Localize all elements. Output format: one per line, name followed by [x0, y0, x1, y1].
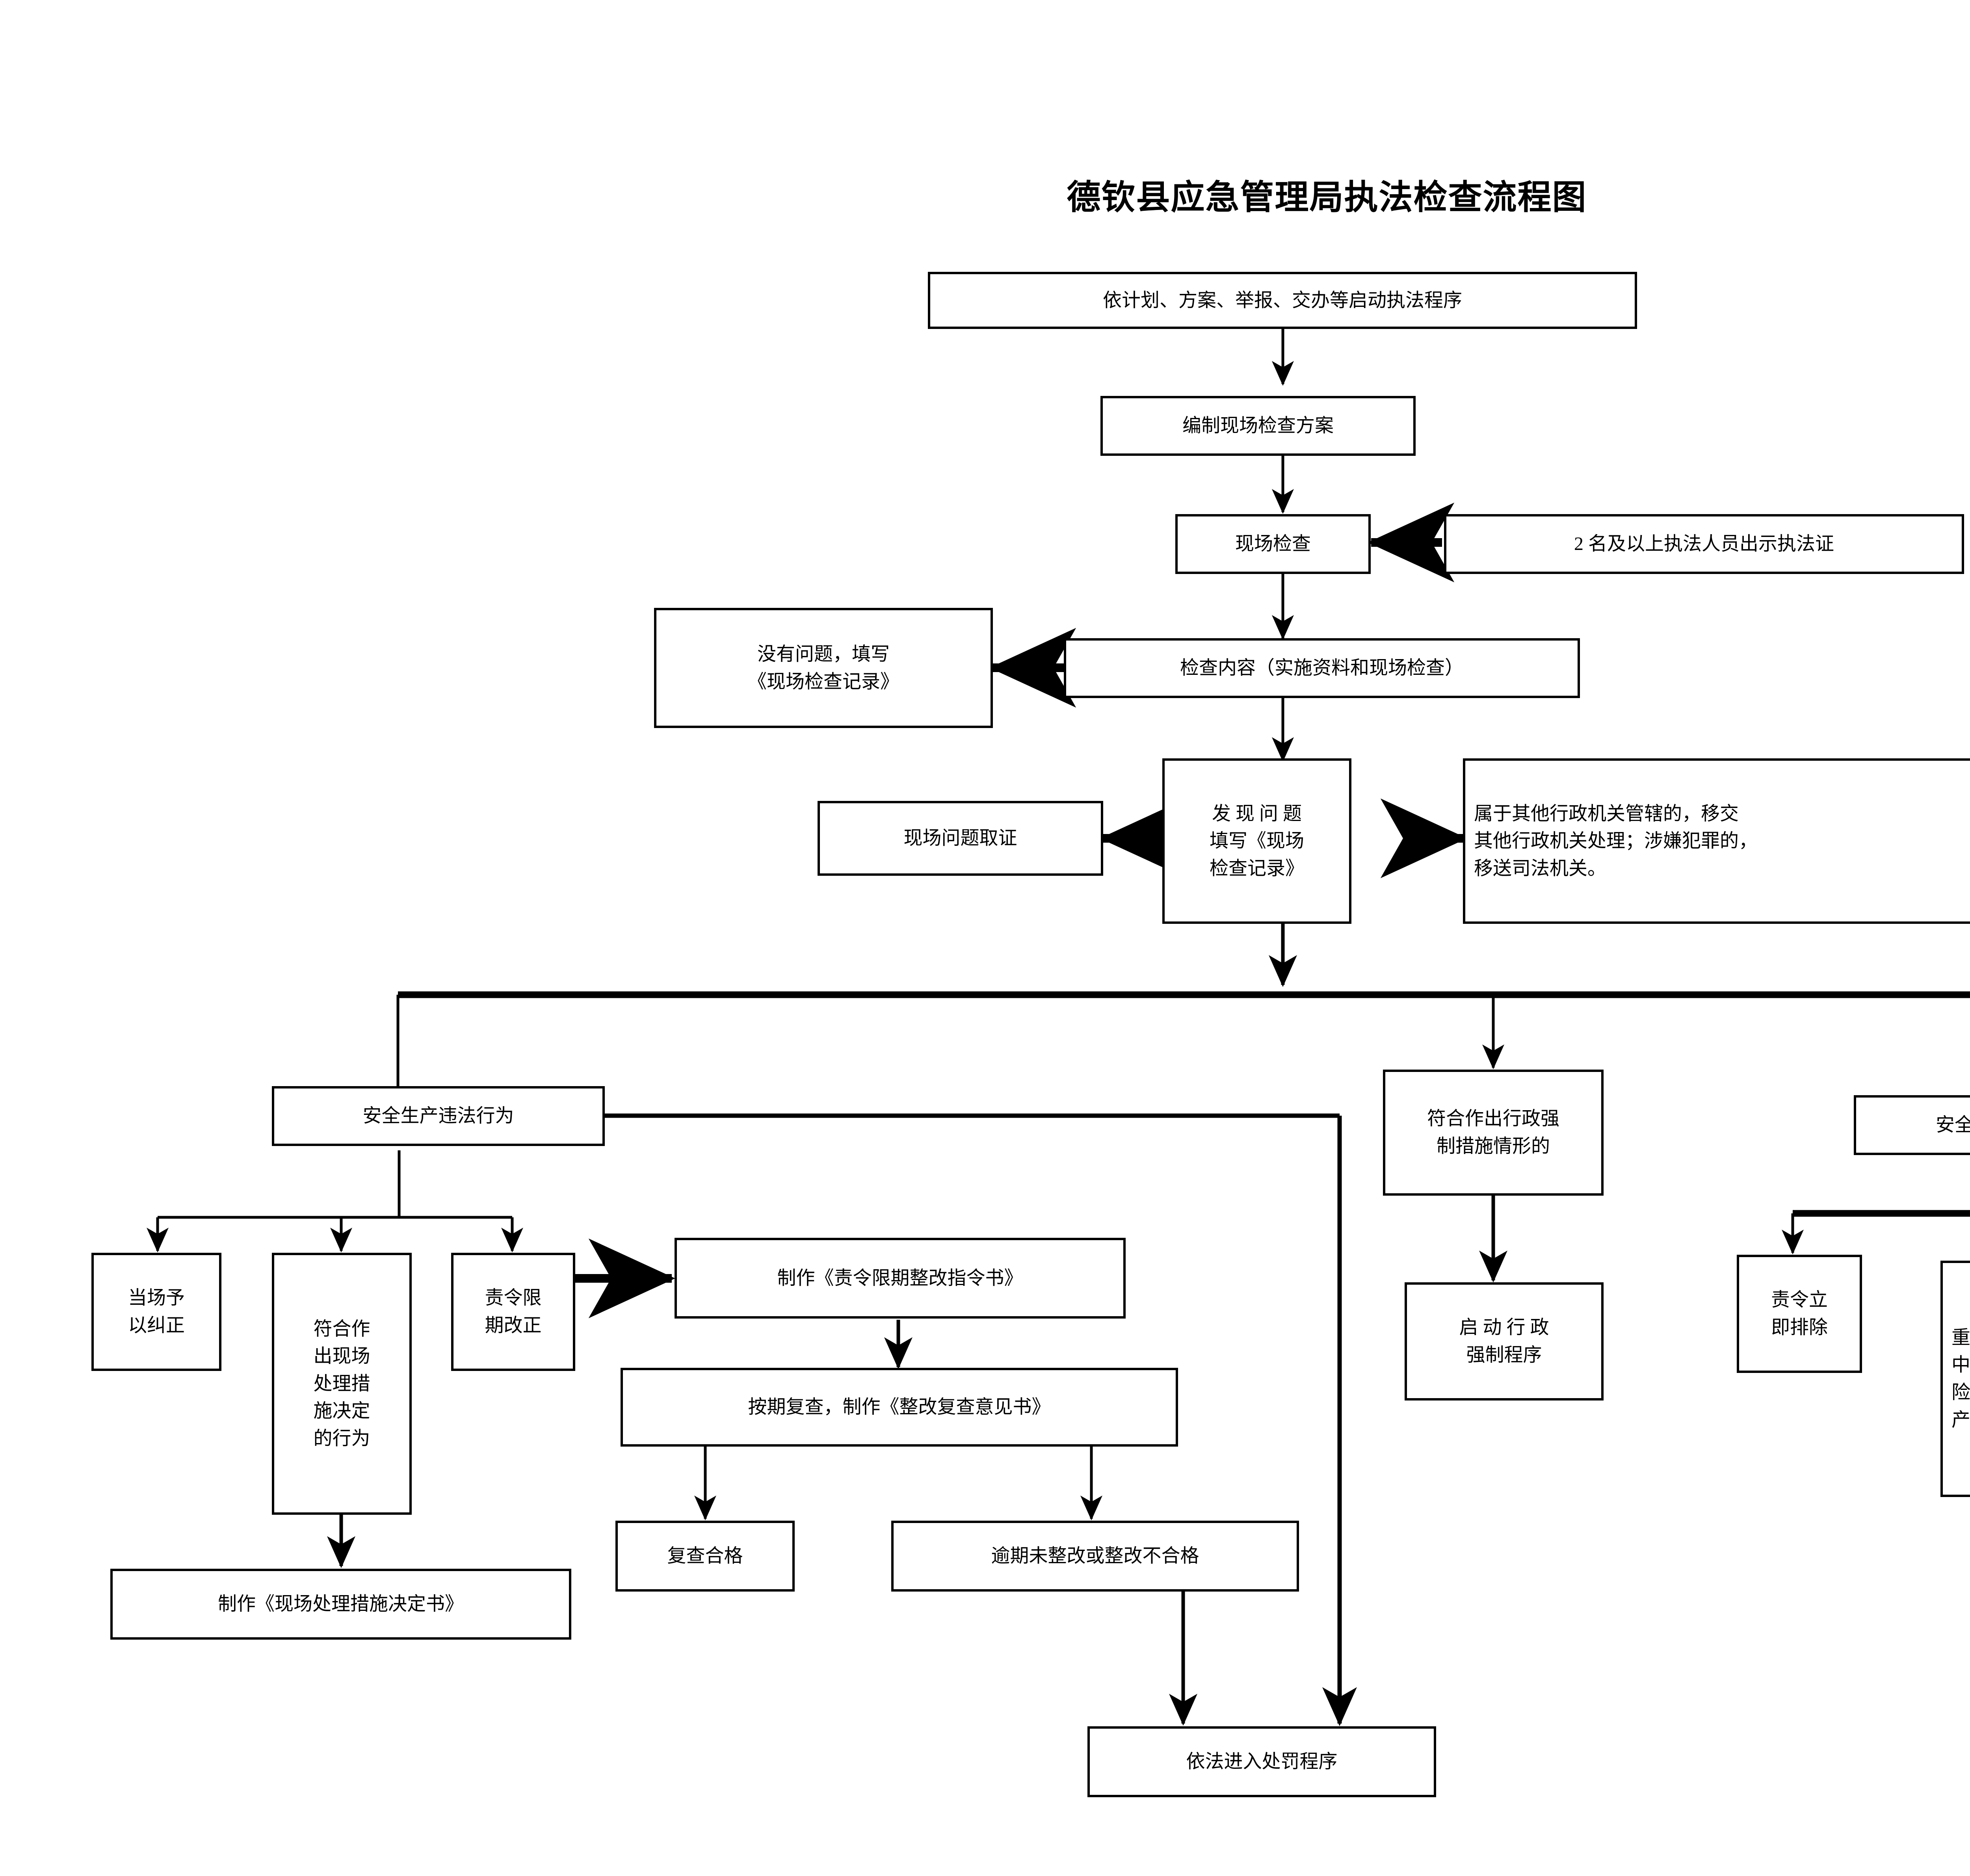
node-label: 依计划、方案、举报、交办等启动执法程序	[1102, 290, 1462, 311]
node-label: 符合作 出现场 处理措 施决定 的行为	[313, 1318, 370, 1449]
node-on-site-inspection: 现场检查	[1175, 514, 1371, 574]
node-label: 现场检查	[1235, 533, 1311, 555]
node-label: 现场问题取证	[903, 828, 1017, 849]
node-label: 逾期未整改或整改不合格	[991, 1545, 1199, 1567]
node-start-procedure: 依计划、方案、举报、交办等启动执法程序	[928, 272, 1637, 329]
node-label: 检查内容（实施资料和现场检查）	[1180, 658, 1464, 679]
node-label: 安全生产违法行为	[362, 1105, 514, 1127]
node-order-correction-within-deadline: 责令限 期改正	[451, 1253, 575, 1371]
node-major-hazard-suspend-production: 重大事故隐患排除前或排除过程 中无法保证安全的，应当责令从危 险区域撤出作业人员…	[1940, 1261, 1970, 1497]
node-scheduled-reinspection-opinion: 按期复查，制作《整改复查意见书》	[621, 1368, 1178, 1447]
node-two-officers-show-credentials: 2 名及以上执法人员出示执法证	[1444, 514, 1964, 574]
node-problem-found-fill-record: 发 现 问 题 填写《现场 检查记录》	[1162, 758, 1351, 924]
node-label: 按期复查，制作《整改复查意见书》	[748, 1397, 1051, 1418]
node-label: 没有问题，填写 《现场检查记录》	[747, 643, 899, 692]
node-inspection-content: 检查内容（实施资料和现场检查）	[1064, 638, 1580, 698]
node-safety-hazard: 安全生产事故隐患	[1854, 1095, 1970, 1155]
node-label: 发 现 问 题 填写《现场 检查记录》	[1209, 803, 1304, 879]
node-collect-evidence-on-site: 现场问题取证	[818, 801, 1103, 876]
node-qualifies-for-on-site-decision: 符合作 出现场 处理措 施决定 的行为	[272, 1253, 412, 1515]
node-label: 制作《责令限期整改指令书》	[777, 1267, 1023, 1289]
node-label: 制作《现场处理措施决定书》	[217, 1594, 464, 1615]
node-label: 当场予 以纠正	[128, 1287, 185, 1336]
node-safety-violation: 安全生产违法行为	[272, 1086, 605, 1146]
node-administrative-coercive-measure-case: 符合作出行政强 制措施情形的	[1383, 1070, 1604, 1196]
node-label: 启 动 行 政 强制程序	[1459, 1317, 1549, 1365]
node-issue-rectification-order: 制作《责令限期整改指令书》	[675, 1238, 1126, 1319]
node-label: 责令限 期改正	[485, 1287, 542, 1336]
node-label: 复查合格	[667, 1545, 743, 1567]
node-label: 属于其他行政机关管辖的，移交 其他行政机关处理；涉嫌犯罪的， 移送司法机关。	[1474, 803, 1758, 879]
node-no-problem-fill-record: 没有问题，填写 《现场检查记录》	[654, 608, 993, 728]
node-label: 2 名及以上执法人员出示执法证	[1574, 533, 1834, 555]
node-label: 重大事故隐患排除前或排除过程 中无法保证安全的，应当责令从危 险区域撤出作业人员…	[1951, 1327, 1970, 1430]
node-label: 责令立 即排除	[1771, 1289, 1828, 1338]
node-label: 符合作出行政强 制措施情形的	[1427, 1108, 1559, 1157]
node-label: 依法进入处罚程序	[1186, 1751, 1338, 1772]
node-start-coercive-procedure: 启 动 行 政 强制程序	[1405, 1282, 1604, 1400]
node-order-immediate-elimination: 责令立 即排除	[1737, 1255, 1862, 1373]
node-enter-penalty-procedure: 依法进入处罚程序	[1087, 1726, 1436, 1797]
node-label: 编制现场检查方案	[1182, 415, 1334, 436]
node-label: 安全生产事故隐患	[1935, 1114, 1970, 1136]
node-on-site-measure-decision-left: 制作《现场处理措施决定书》	[110, 1569, 571, 1640]
node-reinspection-failed: 逾期未整改或整改不合格	[891, 1521, 1299, 1592]
node-transfer-to-other-agency: 属于其他行政机关管辖的，移交 其他行政机关处理；涉嫌犯罪的， 移送司法机关。	[1463, 758, 1970, 924]
node-reinspection-passed: 复查合格	[615, 1521, 795, 1592]
node-prepare-inspection-plan: 编制现场检查方案	[1100, 396, 1416, 456]
page-title: 德钦县应急管理局执法检查流程图	[1067, 178, 1587, 216]
node-correct-on-the-spot: 当场予 以纠正	[91, 1253, 221, 1371]
